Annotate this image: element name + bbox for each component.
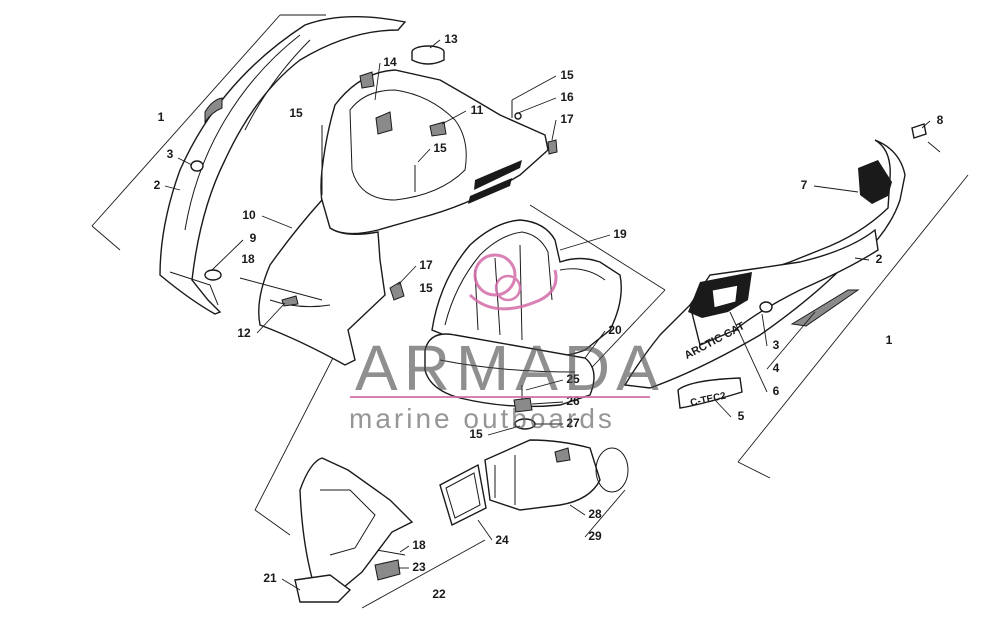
leader-lines [164,39,931,591]
callout-c1a: 1 [158,110,165,124]
callout-c3b: 3 [773,338,780,352]
group-outline-left-side-panel [91,14,326,251]
callout-c15d: 15 [419,281,433,295]
callout-c28: 28 [588,507,602,521]
lower-front-assembly [294,457,414,603]
bracket-part-21 [294,574,352,603]
callout-c23: 23 [412,560,426,574]
trim-part-11 [429,121,447,137]
watermark-tagline: marine outboards [349,403,615,434]
air-intake-duct [439,439,629,526]
seal-part-24 [439,463,487,526]
callout-c15e: 15 [469,427,483,441]
callout-c1b: 1 [886,333,893,347]
callout-c19: 19 [613,227,627,241]
callout-c6: 6 [773,384,780,398]
callout-c25: 25 [566,372,580,386]
callout-c11: 11 [471,103,484,117]
decal-part-5 [677,377,743,409]
fasteners [239,100,558,556]
callout-c18b: 18 [412,538,426,552]
callout-c13: 13 [444,32,458,46]
callout-c29: 29 [588,529,602,543]
hood-panel [258,69,549,366]
watermark: ARMADA marine outboards [349,253,665,434]
callout-c15a: 15 [560,68,574,82]
decal-part-4 [790,289,860,327]
callout-c27: 27 [566,416,580,430]
grommet-part-3-left [190,160,204,172]
callout-c20: 20 [608,323,622,337]
callout-c3a: 3 [167,147,174,161]
duct-part-28 [484,439,601,511]
callout-c14: 14 [383,55,397,69]
left-side-panel [159,15,407,315]
watermark-logo-ring-inner [494,274,522,302]
grommet-part-3-right [759,301,773,313]
callout-c15c: 15 [433,141,447,155]
callout-c12: 12 [237,326,251,340]
clip-part-23 [374,559,401,581]
callout-c16: 16 [560,90,574,104]
callout-c5: 5 [738,409,745,423]
group-outline-air-box [529,204,666,381]
cap-part-13 [411,45,445,65]
callout-c22: 22 [432,587,446,601]
right-side-panel: ARCTIC CAT C-TEC2 [623,123,927,409]
clip-part-14 [375,111,393,135]
callout-c4: 4 [773,361,780,375]
callout-c17b: 17 [419,258,433,272]
air-box-base-part-20 [424,333,595,408]
group-outline-right-side-panel [737,141,969,479]
callout-c7: 7 [801,178,808,192]
grommet-part-9 [204,269,222,281]
watermark-name: ARMADA [355,332,665,404]
decal-part-7 [858,160,892,204]
callout-c10: 10 [242,208,256,222]
watermark-logo-swoosh [468,269,558,311]
callout-c2b: 2 [876,252,883,266]
callout-c2a: 2 [154,178,161,192]
clamp-part-29 [595,447,629,493]
watermark-logo-ring [473,253,517,297]
callout-c21: 21 [263,571,277,585]
callout-c8: 8 [937,113,944,127]
callout-c9: 9 [250,231,257,245]
callout-c15b: 15 [289,106,303,120]
callout-c18a: 18 [241,252,255,266]
callout-c24: 24 [495,533,509,547]
callout-c17a: 17 [560,112,574,126]
air-box [424,219,622,408]
decal-part-12 [281,295,299,307]
